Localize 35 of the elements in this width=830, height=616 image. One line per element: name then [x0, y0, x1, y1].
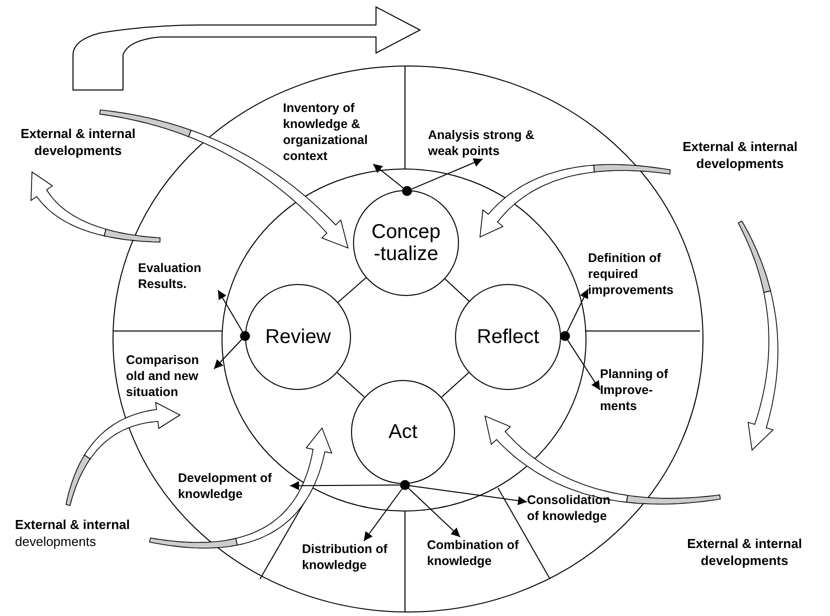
arrow	[214, 339, 242, 370]
arrow	[372, 164, 404, 188]
arrow	[411, 158, 484, 190]
connector-line	[336, 372, 365, 398]
phase-name: Reflect	[476, 326, 540, 348]
arrow	[566, 288, 588, 332]
junction-dot	[240, 331, 250, 341]
junction-dot	[560, 331, 570, 341]
connector-line	[444, 278, 470, 302]
step-text: Consolidation of knowledge	[527, 492, 615, 524]
influence-note: External & internal developments	[682, 138, 798, 172]
arrow	[290, 481, 400, 490]
influence-note: External & internal developments	[20, 125, 136, 159]
step-text: Comparison old and new situation	[126, 352, 214, 400]
connector-line	[441, 372, 470, 398]
step-text: Inventory of knowledge & organizational context	[283, 100, 383, 164]
influence-note: External & internal developments	[15, 516, 131, 550]
connector-line	[338, 277, 366, 303]
phase-name: Act	[388, 421, 418, 443]
step-text: Definition of required improvements	[588, 250, 698, 298]
arrow	[218, 290, 243, 332]
junction-dot	[402, 186, 412, 196]
influence-note: External & internal developments	[686, 535, 803, 569]
step-text: Combination of knowledge	[427, 537, 527, 569]
step-text: Analysis strong & weak points	[428, 127, 553, 159]
step-text: Distribution of knowledge	[302, 541, 402, 573]
arrow	[410, 485, 528, 506]
arrow	[567, 340, 600, 390]
step-text: Planning of Improve- ments	[600, 366, 685, 414]
arrow	[408, 488, 461, 538]
phase-name: Review	[265, 326, 331, 348]
arrow	[363, 488, 402, 542]
phase-name: Concep -tualize	[370, 221, 442, 265]
step-text: Development of knowledge	[178, 470, 290, 502]
step-text: Evaluation Results.	[138, 260, 218, 292]
